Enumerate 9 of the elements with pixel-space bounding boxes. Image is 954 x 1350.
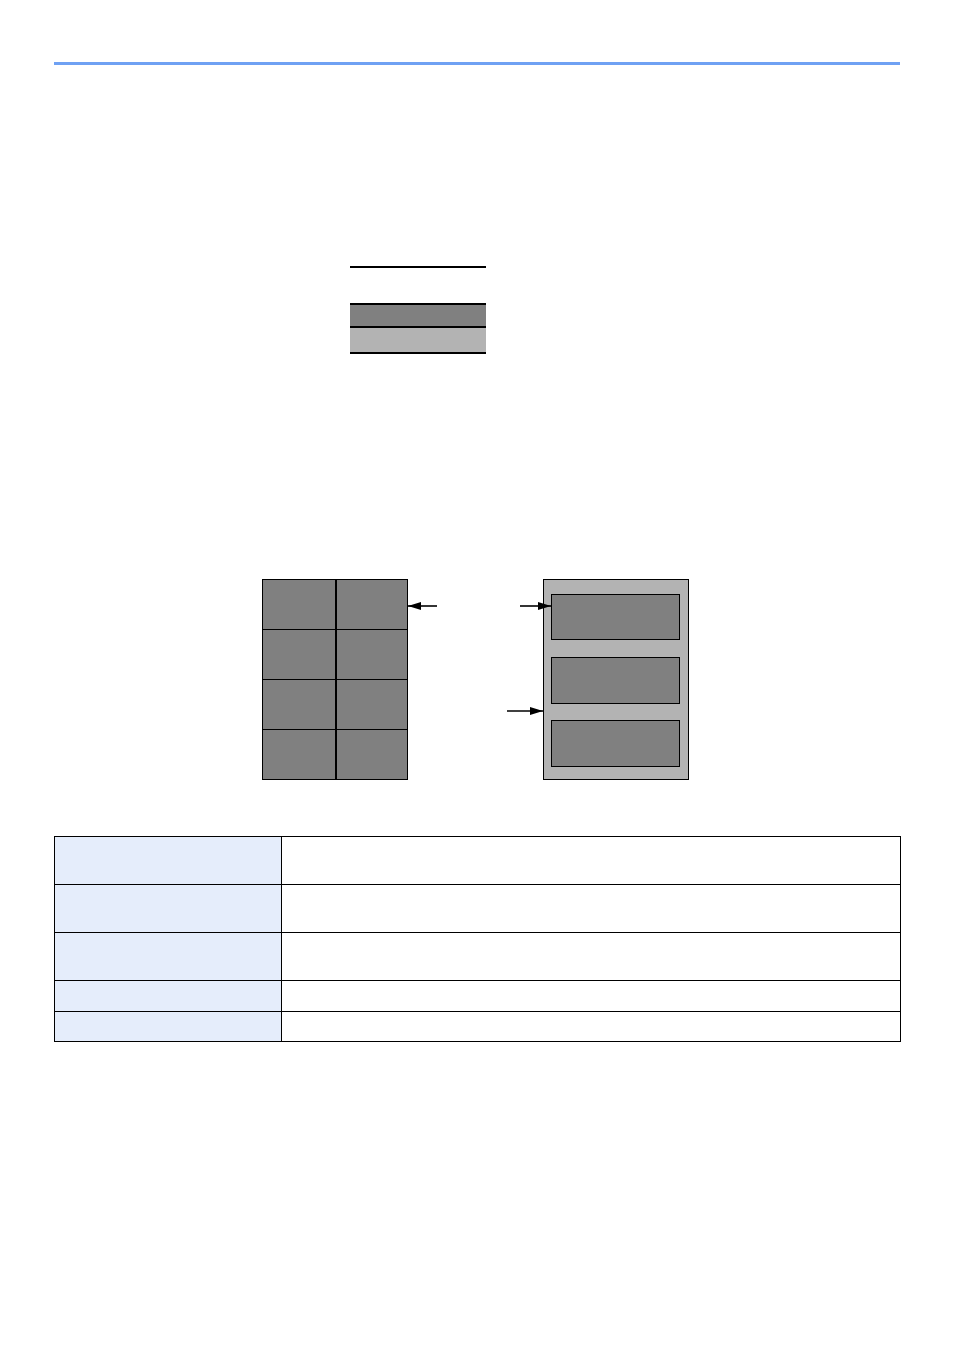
arrow	[519, 602, 552, 610]
arrow	[506, 707, 544, 715]
shading-bar	[350, 303, 486, 328]
label-strip	[551, 657, 680, 704]
label-strip	[551, 594, 680, 640]
label-strip	[551, 720, 680, 767]
arrow	[407, 602, 438, 610]
shading-bar	[350, 326, 486, 354]
page-sheet	[543, 579, 689, 780]
